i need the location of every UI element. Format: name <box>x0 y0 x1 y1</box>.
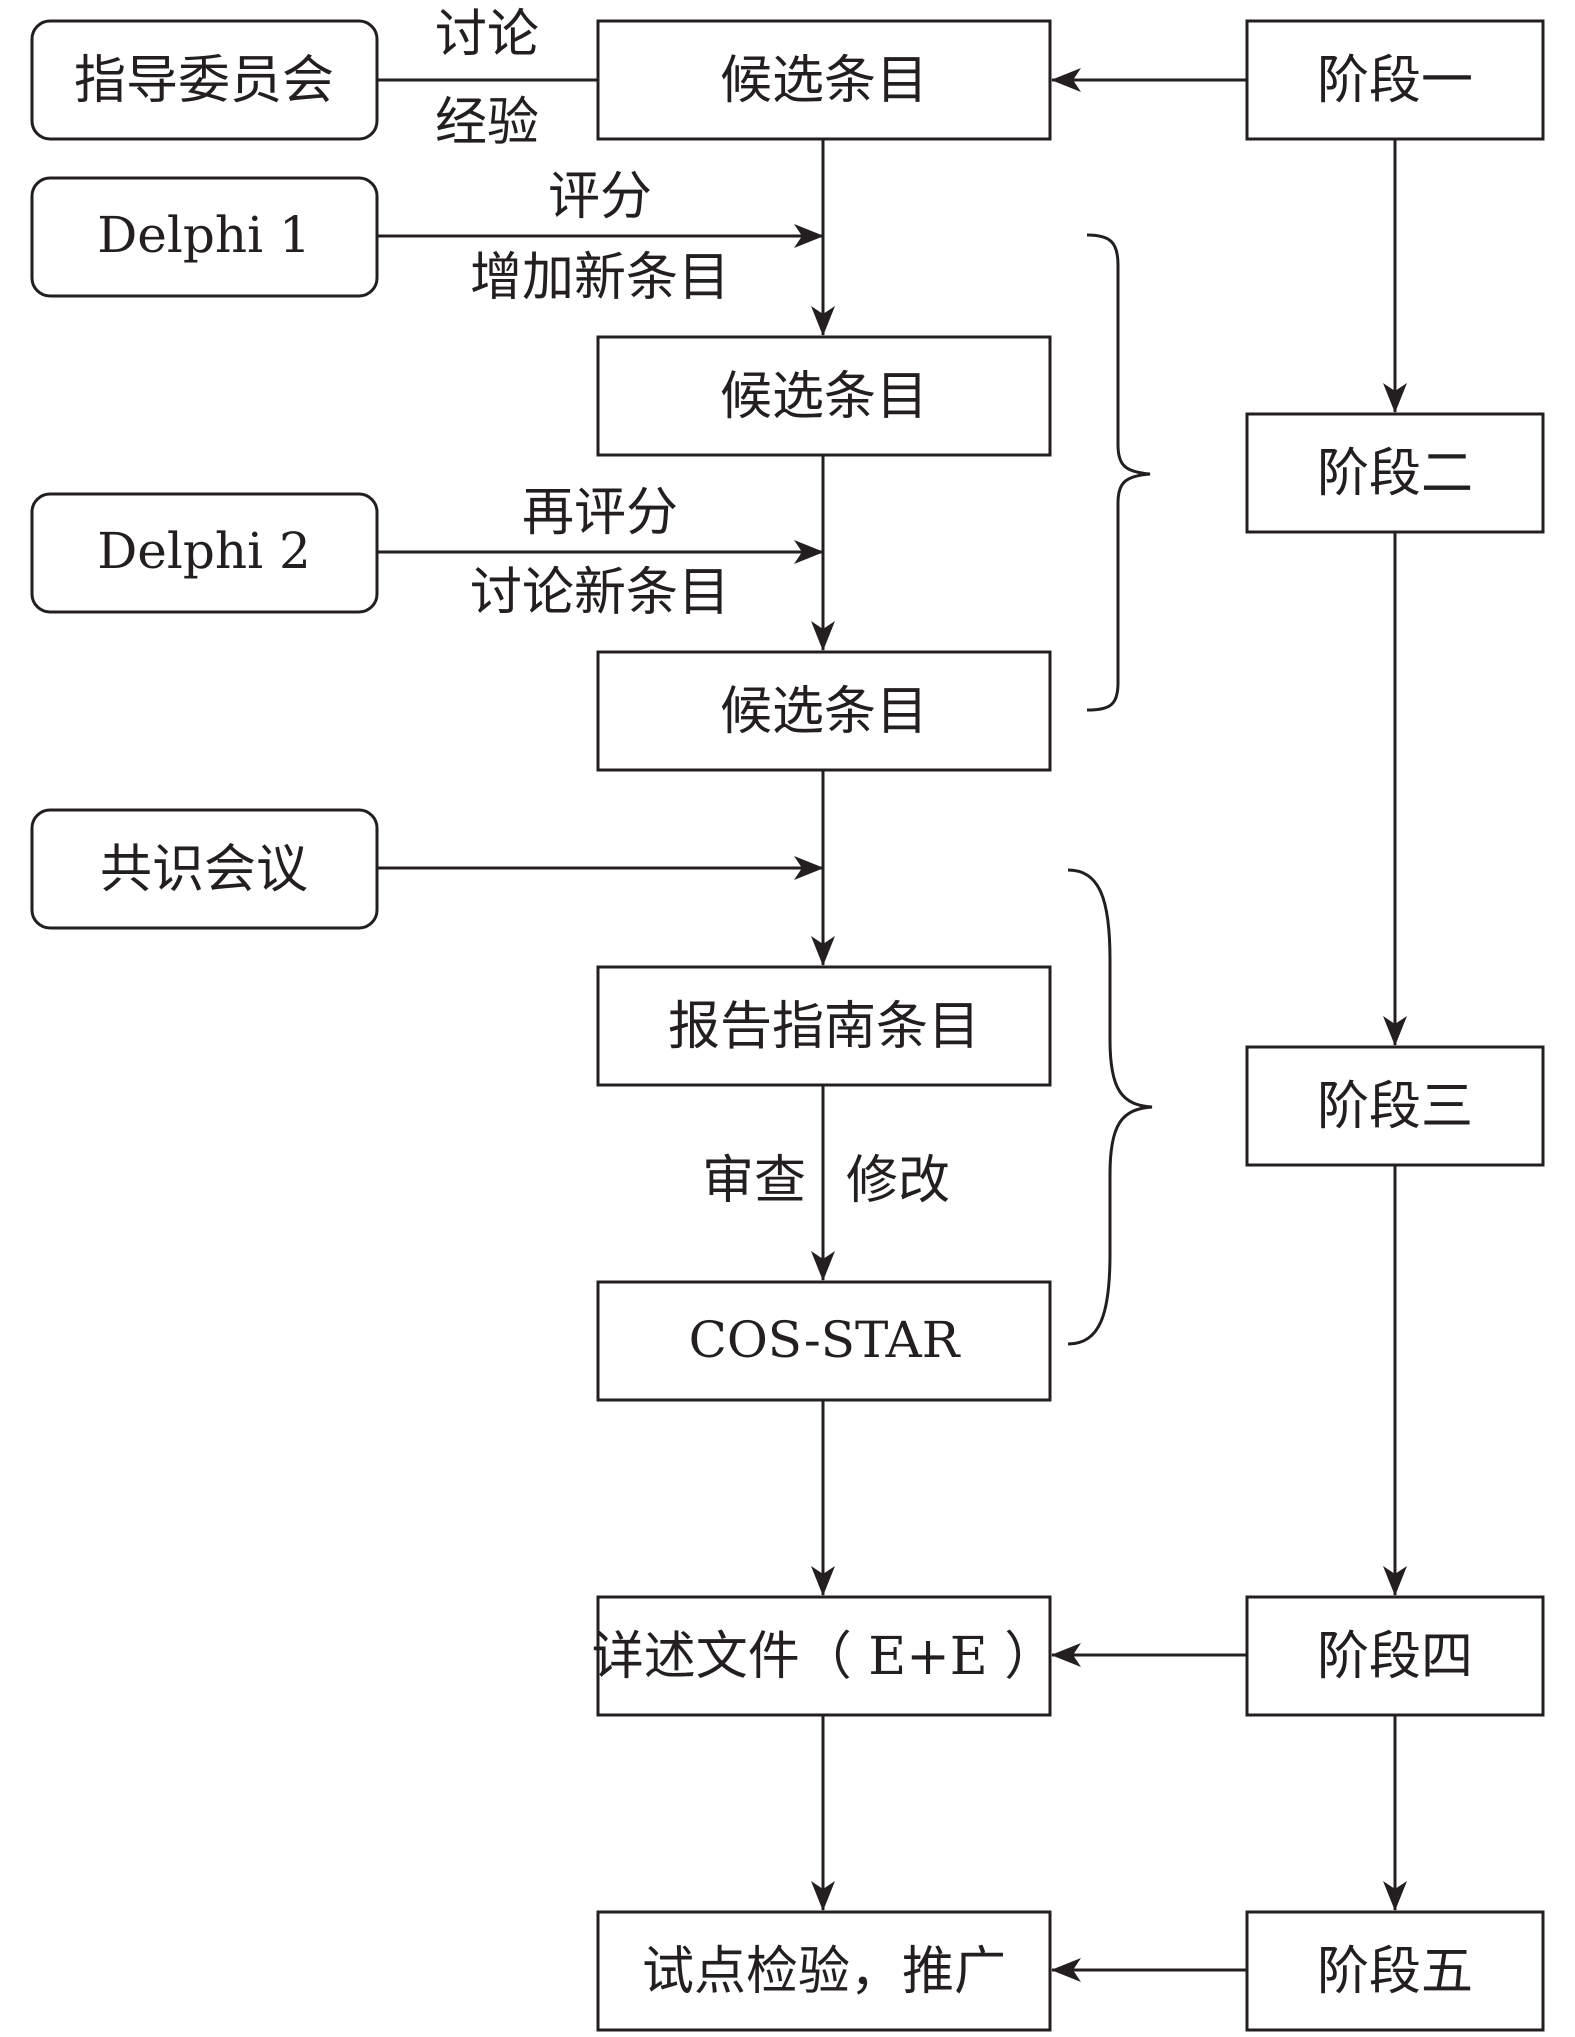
candidate-items-box-1 <box>596 19 1052 141</box>
stage3-box <box>1245 1045 1545 1167</box>
candidate-items-box-2 <box>596 335 1052 457</box>
delphi2-label: Delphi 2 <box>97 522 311 580</box>
add-new-items-label: 增加新条目 <box>470 248 730 308</box>
stage5-label: 阶段五 <box>1317 1942 1473 2002</box>
stage1-box <box>1245 19 1545 141</box>
steering-committee-label: 指导委员会 <box>74 51 334 111</box>
delphi1-box <box>30 176 379 298</box>
candidate-items-box-3 <box>596 650 1052 772</box>
steering-committee-box <box>30 19 379 141</box>
stage4-box <box>1245 1595 1545 1717</box>
candidate-items-label-1: 候选条目 <box>720 51 928 111</box>
review-label: 审查 <box>702 1151 806 1211</box>
stage2-label: 阶段二 <box>1317 444 1473 504</box>
stage1-label: 阶段一 <box>1317 51 1473 111</box>
stage2-box <box>1245 412 1545 534</box>
consensus-meeting-box <box>30 808 379 930</box>
stage4-label: 阶段四 <box>1317 1627 1473 1687</box>
delphi1-label: Delphi 1 <box>97 206 311 264</box>
stage5-box <box>1245 1910 1545 2032</box>
revise-label: 修改 <box>846 1151 950 1211</box>
discuss-new-items-label: 讨论新条目 <box>470 563 730 623</box>
pilot-test-box <box>596 1910 1052 2032</box>
candidate-items-label-3: 候选条目 <box>720 682 928 742</box>
stage3-label: 阶段三 <box>1317 1077 1473 1137</box>
stage3-brace <box>1067 868 1153 1346</box>
rescore-label: 再评分 <box>522 483 678 543</box>
experience-label: 经验 <box>435 93 539 153</box>
delphi2-box <box>30 492 379 614</box>
stage2-brace <box>1086 233 1151 712</box>
score-label: 评分 <box>548 167 652 227</box>
cos-star-box <box>596 1280 1052 1402</box>
candidate-items-label-2: 候选条目 <box>720 367 928 427</box>
pilot-test-label: 试点检验，推广 <box>642 1942 1006 2002</box>
consensus-meeting-label: 共识会议 <box>100 840 308 900</box>
guideline-items-label: 报告指南条目 <box>668 997 980 1057</box>
ee-document-label: 详述文件（ E+E ） <box>592 1627 1057 1687</box>
cos-star-label: COS-STAR <box>689 1311 961 1369</box>
discuss-label: 讨论 <box>435 5 539 65</box>
guideline-items-box <box>596 965 1052 1087</box>
ee-document-box <box>596 1595 1052 1717</box>
